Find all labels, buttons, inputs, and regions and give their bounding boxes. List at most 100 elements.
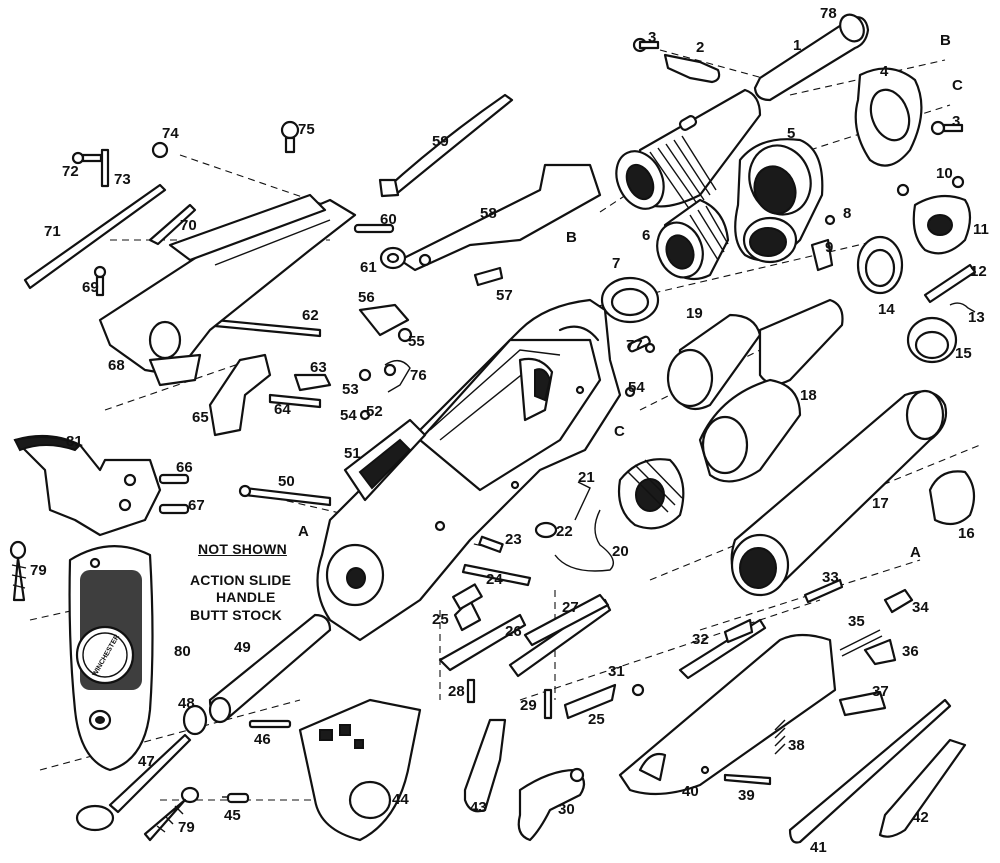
label-77: 77 bbox=[626, 337, 643, 354]
label-47: 47 bbox=[138, 753, 155, 770]
part-15-nut bbox=[906, 316, 958, 364]
part-81-sear bbox=[13, 434, 162, 537]
label-1: 1 bbox=[793, 37, 801, 54]
label-71: 71 bbox=[44, 223, 61, 240]
part-5-front-collar bbox=[734, 138, 824, 264]
label-52: 52 bbox=[366, 403, 383, 420]
arrow-markers: B C B C A A bbox=[298, 32, 963, 561]
label-14: 14 bbox=[878, 301, 895, 318]
marker-b-top: B bbox=[940, 32, 951, 49]
part-40-housing bbox=[618, 633, 837, 796]
not-shown-item-action-slide: ACTION SLIDE bbox=[190, 572, 292, 588]
label-50: 50 bbox=[278, 473, 295, 490]
label-16: 16 bbox=[958, 525, 975, 542]
label-55: 55 bbox=[408, 333, 425, 350]
part-10-11-12 bbox=[896, 175, 977, 304]
part-16-ring bbox=[928, 470, 976, 526]
label-23: 23 bbox=[505, 531, 522, 548]
label-33: 33 bbox=[822, 569, 839, 586]
label-67: 67 bbox=[188, 497, 205, 514]
label-59: 59 bbox=[432, 133, 449, 150]
label-7: 7 bbox=[612, 255, 620, 272]
label-29: 29 bbox=[520, 697, 537, 714]
part-1-tube bbox=[753, 13, 870, 102]
label-53: 53 bbox=[342, 381, 359, 398]
label-78: 78 bbox=[820, 5, 837, 22]
label-44: 44 bbox=[392, 791, 409, 808]
part-65-carrier bbox=[208, 353, 272, 437]
label-79-left: 79 bbox=[30, 562, 47, 579]
part-59-spring-arm bbox=[378, 93, 514, 198]
marker-a-right: A bbox=[910, 544, 921, 561]
part-13-clip bbox=[949, 302, 976, 313]
part-47-49 bbox=[75, 613, 332, 832]
label-25-left: 25 bbox=[432, 611, 449, 628]
label-79-bottom: 79 bbox=[178, 819, 195, 836]
label-81: 81 bbox=[66, 433, 83, 450]
part-14-ring bbox=[856, 235, 904, 295]
part-44-trigger-guard bbox=[298, 698, 422, 842]
label-58: 58 bbox=[480, 205, 497, 222]
label-56: 56 bbox=[358, 289, 375, 306]
label-72: 72 bbox=[62, 163, 79, 180]
part-50-pin bbox=[238, 484, 332, 507]
label-39: 39 bbox=[738, 787, 755, 804]
part-21-22 bbox=[534, 481, 591, 539]
part-80-butt-plate bbox=[68, 545, 154, 772]
label-61: 61 bbox=[360, 259, 377, 276]
part-6-spring bbox=[656, 198, 730, 281]
marker-c-top: C bbox=[952, 77, 963, 94]
label-60: 60 bbox=[380, 211, 397, 228]
part-4-ring bbox=[854, 67, 923, 167]
part-8-9-pins bbox=[810, 214, 836, 272]
marker-a-left: A bbox=[298, 523, 309, 540]
label-54-left: 54 bbox=[340, 407, 357, 424]
part-18-19-cylinders bbox=[666, 298, 844, 483]
label-20: 20 bbox=[612, 543, 629, 560]
part-58-lever bbox=[398, 163, 602, 272]
part-45-46-springs bbox=[222, 719, 292, 804]
part-66-67 bbox=[158, 473, 190, 515]
label-74: 74 bbox=[162, 125, 179, 142]
label-65: 65 bbox=[192, 409, 209, 426]
part-7-ring bbox=[600, 276, 660, 324]
part-69-75 bbox=[23, 120, 300, 297]
label-43: 43 bbox=[470, 799, 487, 816]
label-57: 57 bbox=[496, 287, 513, 304]
label-73: 73 bbox=[114, 171, 131, 188]
label-12: 12 bbox=[970, 263, 987, 280]
label-30: 30 bbox=[558, 801, 575, 818]
label-11: 11 bbox=[973, 221, 989, 238]
part-31-32 bbox=[631, 618, 767, 697]
receiver bbox=[316, 298, 622, 642]
label-46: 46 bbox=[254, 731, 271, 748]
label-4: 4 bbox=[880, 63, 889, 80]
marker-b-left: B bbox=[566, 229, 577, 246]
label-68: 68 bbox=[108, 357, 125, 374]
part-2-3-screws bbox=[632, 37, 964, 136]
label-80: 80 bbox=[174, 643, 191, 660]
label-25-right: 25 bbox=[588, 711, 605, 728]
label-31: 31 bbox=[608, 663, 625, 680]
label-18: 18 bbox=[800, 387, 817, 404]
part-25-29-slide-parts bbox=[438, 583, 617, 720]
label-66: 66 bbox=[176, 459, 193, 476]
label-13: 13 bbox=[968, 309, 985, 326]
marker-c-left: C bbox=[614, 423, 625, 440]
label-51: 51 bbox=[344, 445, 361, 462]
part-30-action-bar bbox=[517, 767, 586, 842]
label-34: 34 bbox=[912, 599, 929, 616]
part-17-magazine-tube bbox=[730, 389, 948, 597]
label-41: 41 bbox=[810, 839, 827, 856]
label-24: 24 bbox=[486, 571, 503, 588]
label-3-top: 3 bbox=[648, 29, 656, 46]
label-69: 69 bbox=[82, 279, 99, 296]
label-70: 70 bbox=[180, 217, 197, 234]
label-26: 26 bbox=[505, 623, 522, 640]
label-42: 42 bbox=[912, 809, 929, 826]
part-number-labels: 1 2 3 3 4 5 6 7 8 9 10 11 12 13 14 15 16… bbox=[30, 5, 989, 856]
label-40: 40 bbox=[682, 783, 699, 800]
label-38: 38 bbox=[788, 737, 805, 754]
label-49: 49 bbox=[234, 639, 251, 656]
